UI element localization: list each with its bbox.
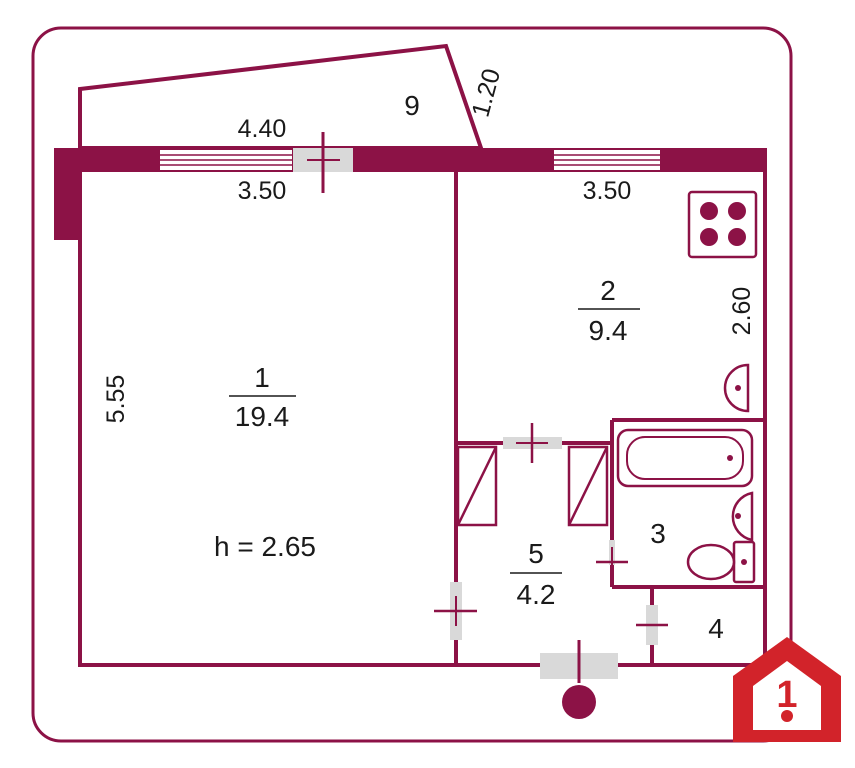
door-room4 (636, 605, 668, 645)
dim-balcony-side: 1.20 (466, 66, 506, 120)
wardrobe-left (456, 445, 498, 527)
wardrobe-right (567, 445, 609, 527)
room-1-area: 19.4 (235, 401, 290, 432)
bathtub-icon (616, 428, 754, 488)
balcony-door (293, 132, 353, 193)
ceiling-height: h = 2.65 (214, 531, 316, 562)
room-2-number: 2 (600, 275, 616, 306)
room-4-number: 4 (708, 613, 724, 644)
toilet-icon (686, 540, 756, 584)
exterior-wall-left-pier (54, 148, 82, 240)
entrance-door (540, 640, 618, 719)
door-room2 (503, 423, 562, 463)
bathroom-sink-icon (731, 491, 754, 542)
stove-icon (687, 190, 758, 259)
dim-balcony-width: 4.40 (238, 115, 287, 143)
room-9-number: 9 (404, 90, 420, 121)
door-room3 (596, 540, 628, 577)
room-3-number: 3 (650, 518, 666, 549)
interior-walls (78, 170, 767, 667)
room-2-area: 9.4 (589, 315, 628, 346)
door-room1 (434, 582, 477, 640)
dim-room2-depth: 2.60 (728, 287, 756, 336)
plan-frame (31, 26, 793, 743)
dim-room2-window: 3.50 (583, 177, 632, 205)
room-5-number: 5 (528, 538, 544, 569)
house-key-logo-icon: 1 (733, 637, 841, 742)
room-5-area: 4.2 (517, 579, 556, 610)
dim-room1-depth: 5.55 (102, 375, 130, 424)
logo-digit: 1 (776, 674, 797, 716)
room-1-number: 1 (254, 362, 270, 393)
window-room1 (160, 150, 292, 170)
kitchen-sink-icon (723, 363, 750, 413)
dim-room1-window: 3.50 (238, 177, 287, 205)
window-room2 (554, 150, 660, 170)
